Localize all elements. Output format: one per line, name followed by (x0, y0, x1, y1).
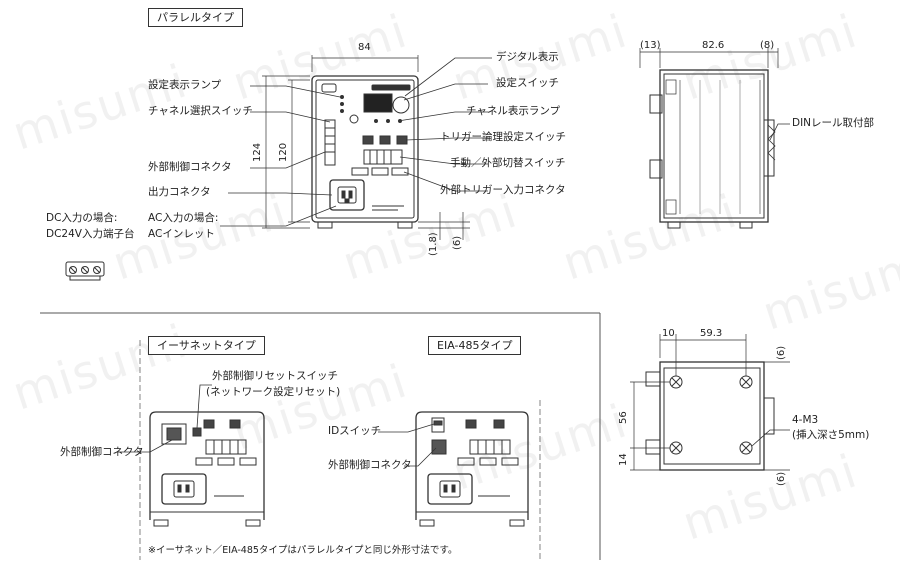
dim-side-8: (8) (760, 40, 775, 51)
label-ac-case-1: AC入力の場合: (148, 212, 219, 224)
dim-bottom-59-3: 59.3 (700, 328, 723, 339)
section-title-eia485: EIA-485タイプ (428, 336, 522, 355)
section-title-parallel: パラレルタイプ (148, 8, 243, 27)
dim-bottom-10: 10 (662, 328, 675, 339)
dim-height-124: 124 (252, 142, 263, 162)
label-reset-switch-2: (ネットワーク設定リセット) (206, 386, 341, 398)
parallel-front-view (311, 75, 419, 229)
dim-bottom-14: 14 (618, 453, 629, 466)
label-ac-case-2: ACインレット (148, 228, 215, 240)
label-screw-spec-2: (挿入深さ5mm) (792, 429, 870, 441)
label-digital-display: デジタル表示 (496, 51, 559, 63)
label-dc-case-1: DC入力の場合: (46, 212, 118, 224)
footnote: ※イーサネット／EIA-485タイプはパラレルタイプと同じ外形寸法です。 (148, 545, 458, 556)
label-display-lamp: 設定表示ランプ (148, 79, 222, 91)
label-external-control-connector: 外部制御コネクタ (148, 161, 232, 173)
ethernet-front-view (149, 411, 265, 527)
label-reset-switch-1: 外部制御リセットスイッチ (212, 370, 338, 382)
label-screw-spec-1: 4-M3 (792, 414, 819, 426)
dim-height-120: 120 (278, 142, 289, 162)
label-external-trigger-connector: 外部トリガー入力コネクタ (440, 184, 566, 196)
eia485-front-view (415, 411, 529, 527)
label-din-rail: DINレール取付部 (792, 117, 875, 129)
label-channel-select-switch: チャネル選択スイッチ (148, 105, 253, 117)
dim-bottom-6-bot: (6) (776, 471, 787, 486)
label-id-switch: IDスイッチ (328, 425, 382, 437)
label-trigger-logic-switch: トリガー論理設定スイッチ (440, 131, 566, 143)
dim-bottom-1-8: (1.8) (428, 232, 439, 256)
label-dc-case-2: DC24V入力端子台 (46, 228, 135, 240)
dim-width-84: 84 (358, 42, 371, 53)
label-setting-switch: 設定スイッチ (496, 77, 559, 89)
label-output-connector: 出力コネクタ (148, 186, 211, 198)
dim-bottom-6: (6) (452, 235, 463, 250)
label-ethernet-external-control-connector: 外部制御コネクタ (60, 446, 144, 458)
side-view (649, 69, 776, 229)
section-title-ethernet: イーサネットタイプ (148, 336, 265, 355)
label-eia-external-control-connector: 外部制御コネクタ (328, 459, 412, 471)
dc-terminal-block (65, 261, 105, 281)
dim-side-13: (13) (640, 40, 661, 51)
label-manual-external-switch: 手動／外部切替スイッチ (450, 157, 566, 169)
dim-bottom-56: 56 (618, 411, 629, 424)
bottom-view (645, 361, 775, 471)
label-channel-display-lamp: チャネル表示ランプ (466, 105, 561, 117)
dim-side-82-6: 82.6 (702, 40, 725, 51)
dim-bottom-6-top: (6) (776, 345, 787, 360)
